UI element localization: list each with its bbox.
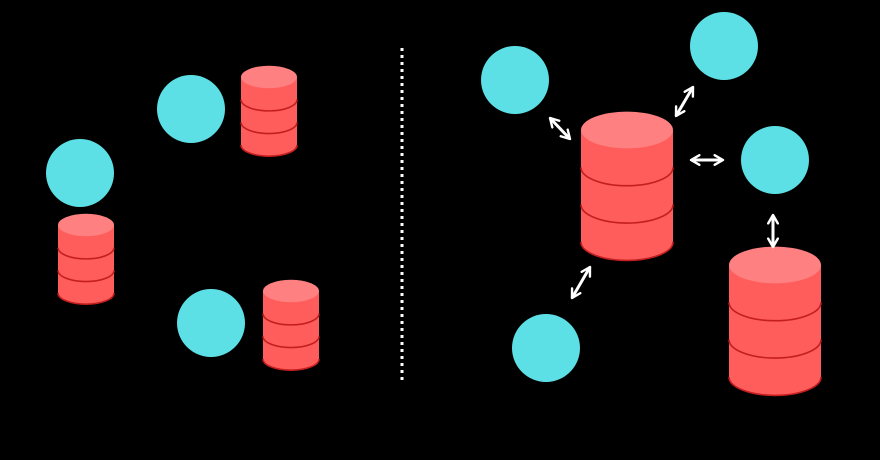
client-node-icon [46, 139, 114, 207]
database-icon [262, 279, 320, 371]
double-arrow-icon [674, 85, 695, 118]
right-panel [481, 12, 822, 397]
client-node-icon [481, 46, 549, 114]
client-node-icon [512, 314, 580, 382]
client-node-icon [741, 126, 809, 194]
client-node-icon [177, 289, 245, 357]
left-panel [46, 65, 320, 371]
double-arrow-icon [570, 265, 592, 300]
client-node-icon [690, 12, 758, 80]
client-node-icon [157, 75, 225, 143]
database-icon [240, 65, 298, 157]
database-icon [57, 213, 115, 305]
double-arrow-icon [548, 116, 572, 141]
database-icon [728, 246, 822, 397]
central-database-icon [580, 111, 674, 262]
